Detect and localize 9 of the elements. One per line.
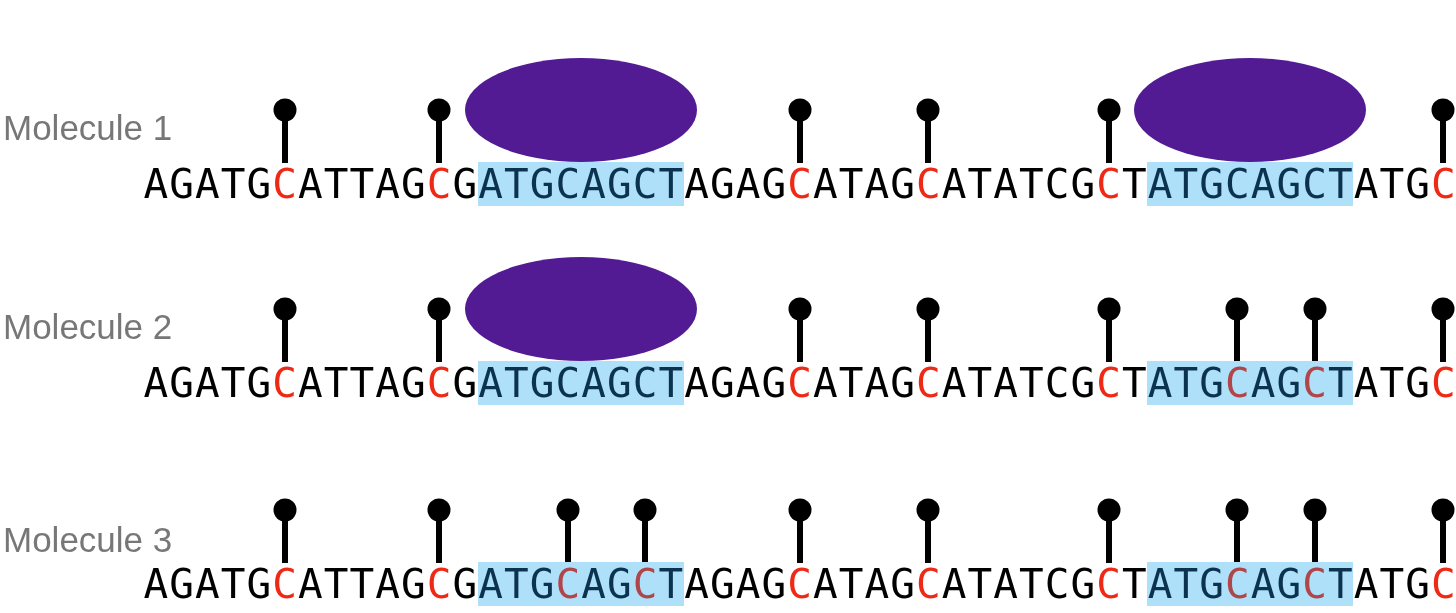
dna-sequence: AGATGCATTAGCGATGCAGCTAGAGCATAGCATATCGCTATGCAGCTATGC [143, 361, 1456, 405]
molecule-label: Molecule 3 [3, 520, 173, 560]
dna-sequence: AGATGCATTAGCGATGCAGCTAGAGCATAGCATATCGCTATGCAGCTATGC [143, 562, 1456, 606]
protein-ellipse [464, 58, 697, 162]
protein-ellipse [1134, 58, 1367, 162]
protein-ellipse [464, 257, 697, 361]
molecule-label: Molecule 2 [3, 307, 173, 347]
molecule-label: Molecule 1 [3, 108, 173, 148]
dna-sequence: AGATGCATTAGCGATGCAGCTAGAGCATAGCATATCGCTATGCAGCTATGC [143, 162, 1456, 206]
